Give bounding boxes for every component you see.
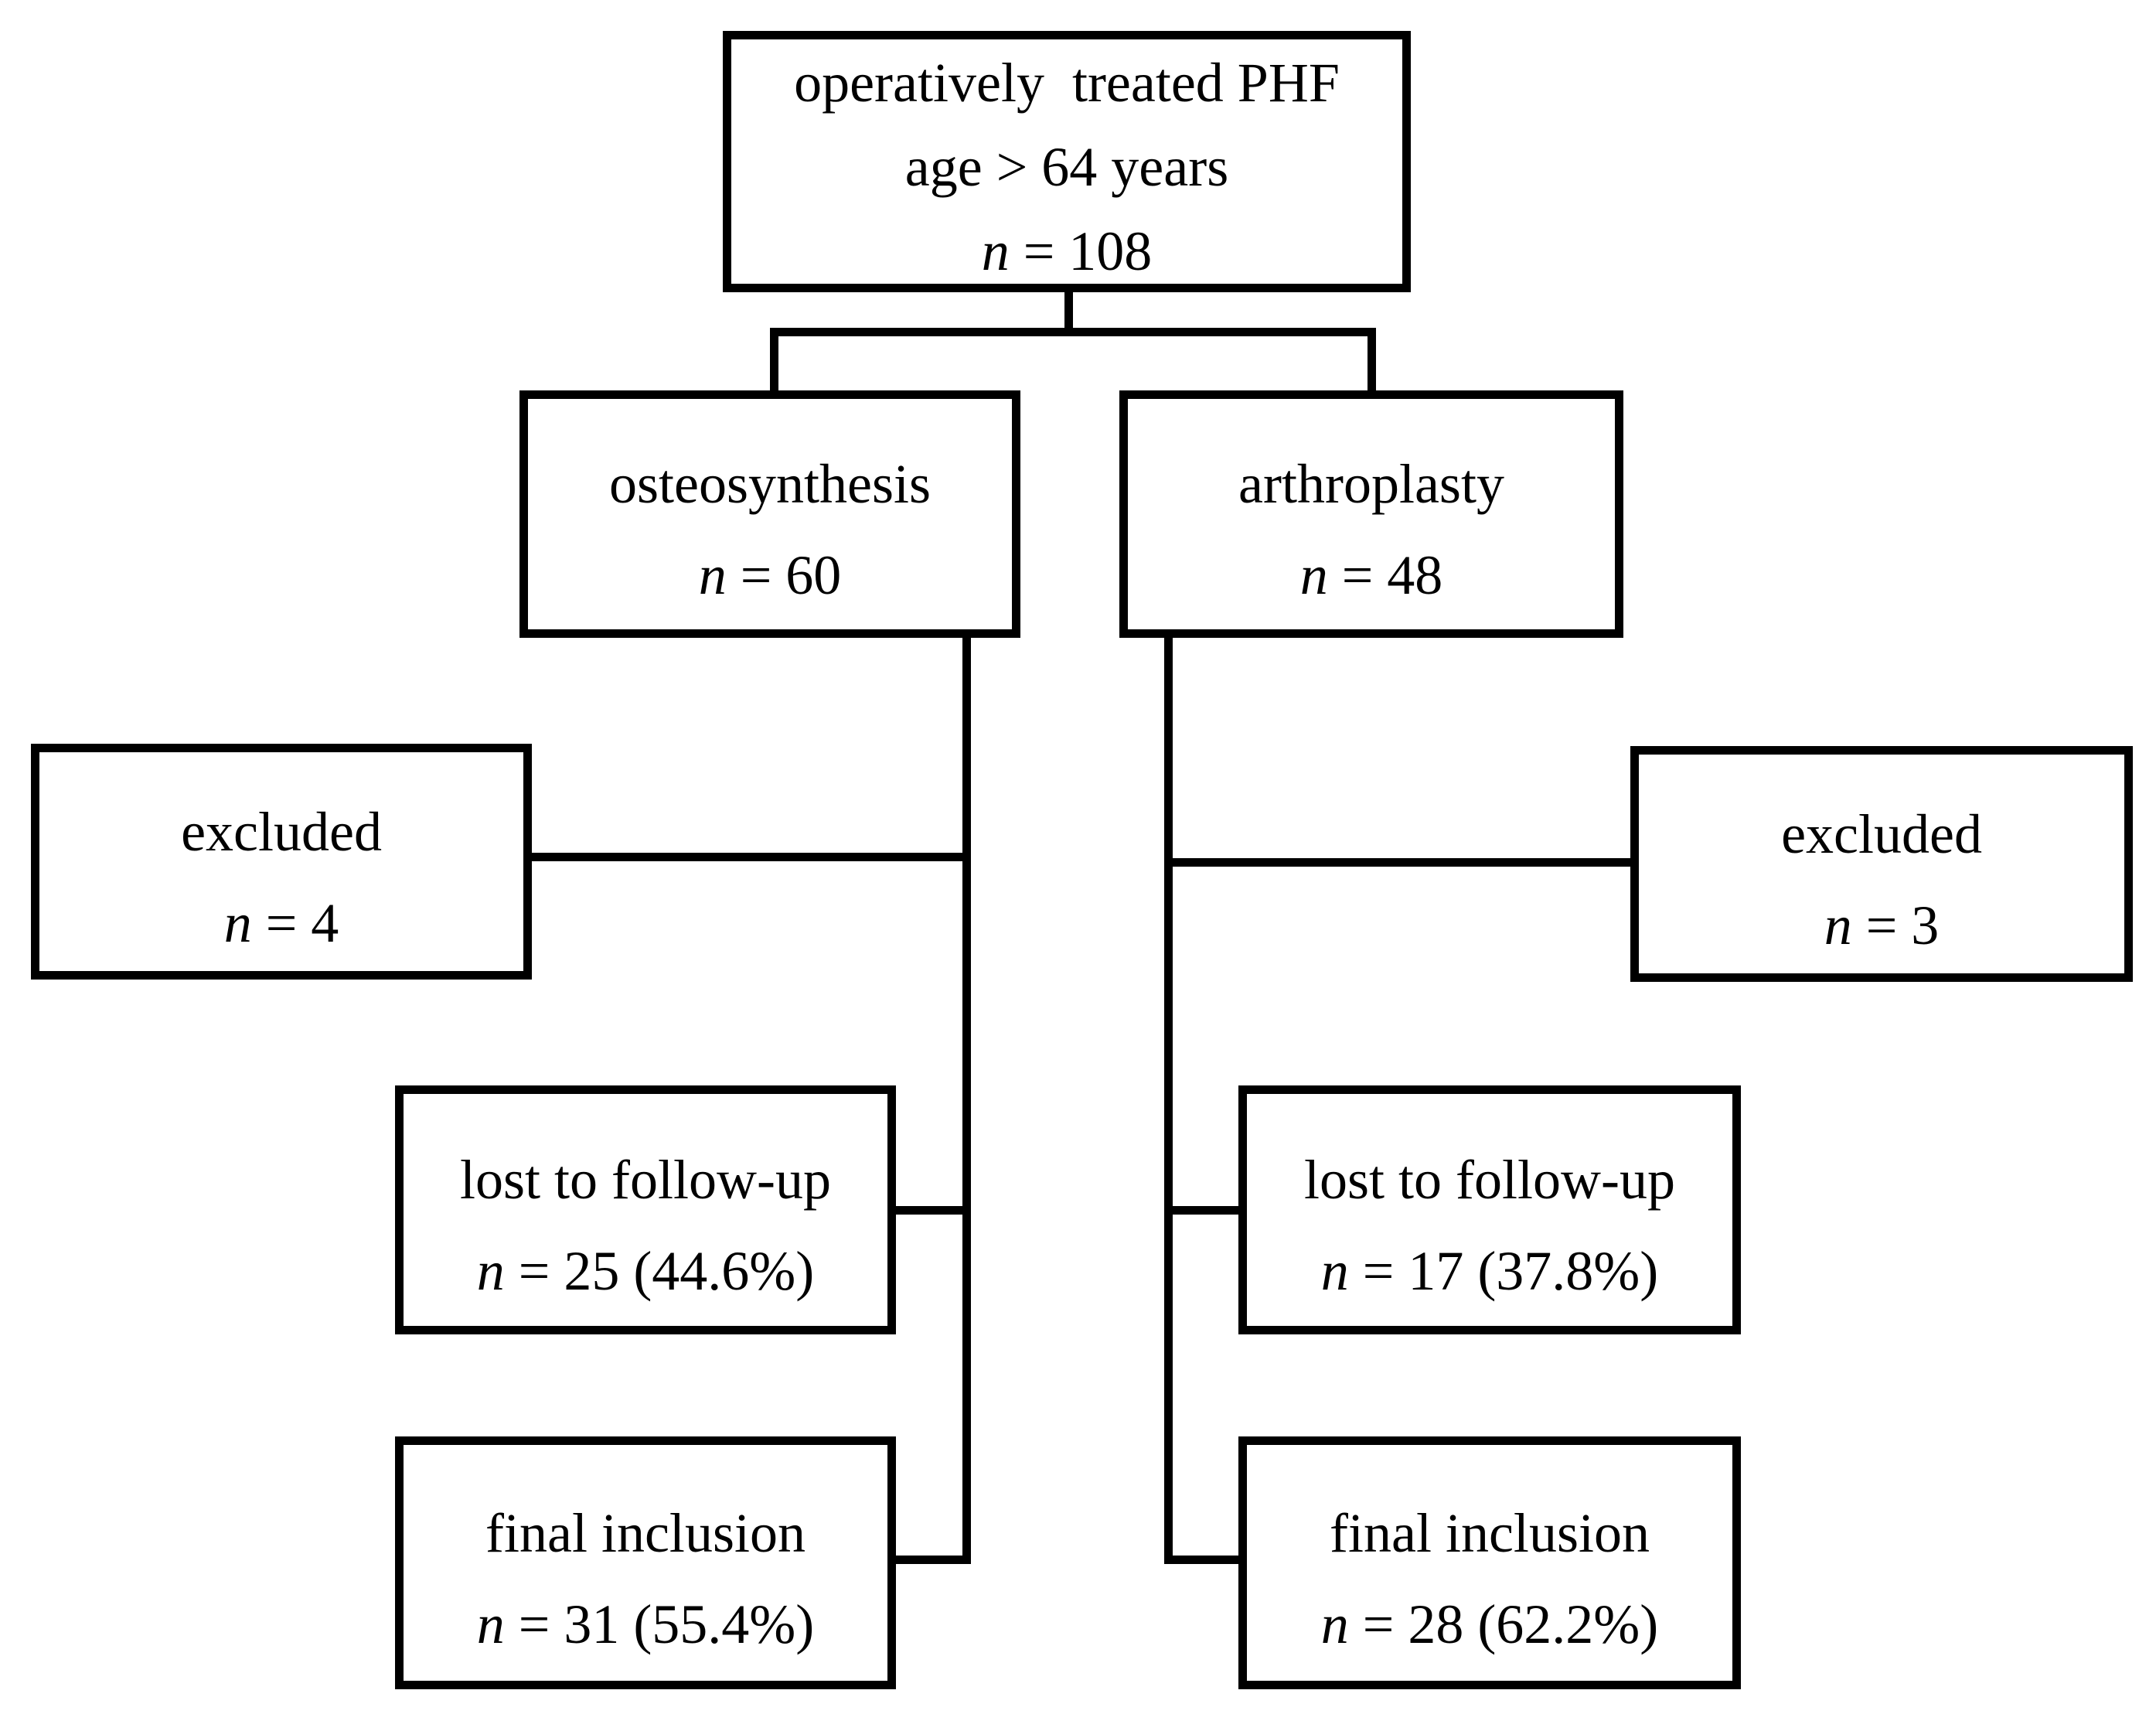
- connector-drop-osteosynthesis: [770, 328, 778, 394]
- node-count: n = 25 (44.6%): [476, 1240, 815, 1302]
- node-count: n = 17 (37.8%): [1320, 1240, 1659, 1302]
- node-excluded-arthroplasty: excluded n = 3: [1630, 746, 2133, 982]
- node-root: operatively treated PHF age > 64 years n…: [723, 31, 1411, 292]
- connector-final-left: [893, 1556, 971, 1564]
- node-lost-to-follow-up-arthroplasty: lost to follow-up n = 17 (37.8%): [1238, 1085, 1741, 1334]
- connector-lost-left: [893, 1206, 971, 1215]
- node-title: lost to follow-up: [460, 1149, 831, 1211]
- connector-excluded-left: [529, 853, 971, 861]
- node-title-line1: operatively treated PHF: [794, 52, 1340, 114]
- node-title: arthroplasty: [1238, 453, 1504, 515]
- node-arthroplasty: arthroplasty n = 48: [1119, 390, 1623, 638]
- connector-excluded-right: [1164, 858, 1634, 867]
- connector-branch-bar: [770, 328, 1376, 336]
- node-count: n = 3: [1824, 894, 1940, 956]
- node-count: n = 31 (55.4%): [476, 1593, 815, 1655]
- node-title: lost to follow-up: [1304, 1149, 1675, 1211]
- node-osteosynthesis: osteosynthesis n = 60: [519, 390, 1020, 638]
- node-title: excluded: [1781, 802, 1982, 865]
- trunk-line-osteosynthesis: [962, 634, 971, 1564]
- node-final-inclusion-arthroplasty: final inclusion n = 28 (62.2%): [1238, 1436, 1741, 1689]
- node-title: final inclusion: [1330, 1501, 1650, 1564]
- node-excluded-osteosynthesis: excluded n = 4: [31, 744, 532, 980]
- connector-lost-right: [1164, 1206, 1242, 1215]
- node-lost-to-follow-up-osteosynthesis: lost to follow-up n = 25 (44.6%): [395, 1085, 896, 1334]
- node-count: n = 4: [223, 891, 339, 954]
- node-title-line2: age > 64 years: [904, 135, 1229, 198]
- node-final-inclusion-osteosynthesis: final inclusion n = 31 (55.4%): [395, 1436, 896, 1689]
- connector-final-right: [1164, 1556, 1242, 1564]
- node-title: final inclusion: [485, 1501, 806, 1564]
- node-title: excluded: [181, 800, 382, 863]
- node-count: n = 108: [981, 220, 1153, 282]
- connector-drop-arthroplasty: [1368, 328, 1376, 394]
- node-count: n = 28 (62.2%): [1320, 1593, 1659, 1655]
- node-count: n = 48: [1299, 544, 1443, 606]
- trunk-line-arthroplasty: [1164, 634, 1173, 1564]
- node-count: n = 60: [698, 544, 842, 606]
- node-title: osteosynthesis: [608, 453, 931, 515]
- connector-root-down: [1064, 291, 1073, 336]
